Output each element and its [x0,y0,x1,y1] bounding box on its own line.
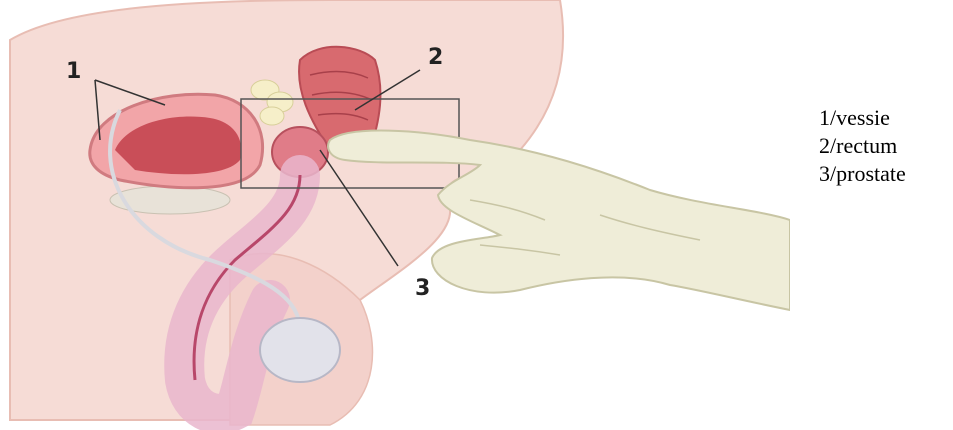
legend: 1/vessie 2/rectum 3/prostate [819,104,906,188]
testis [260,318,340,382]
callout-1: 1 [66,59,81,84]
callout-3: 3 [415,276,430,301]
legend-item-bladder: 1/vessie [819,104,906,132]
callout-2: 2 [428,45,443,70]
anatomy-illustration: 1 2 3 [0,0,790,430]
legend-item-rectum: 2/rectum [819,132,906,160]
legend-item-prostate: 3/prostate [819,160,906,188]
